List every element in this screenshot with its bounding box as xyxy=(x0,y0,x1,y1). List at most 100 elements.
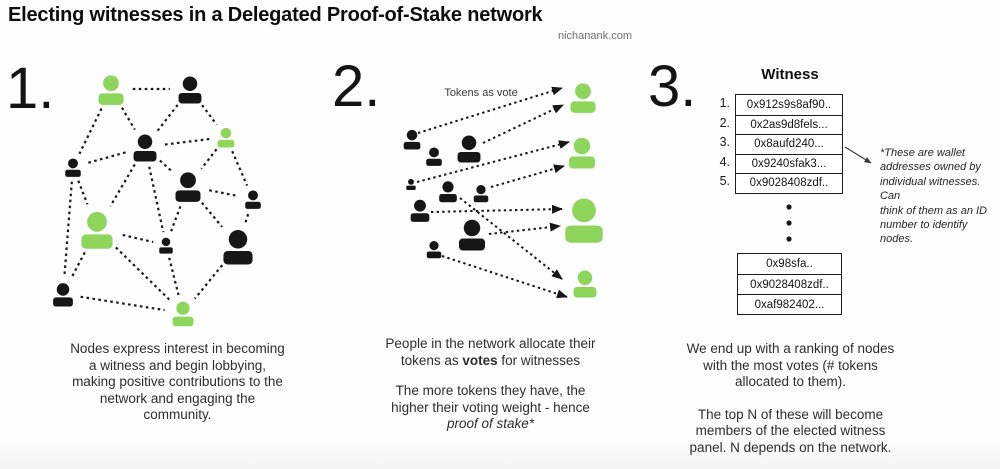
vote-arrow xyxy=(459,197,563,280)
network-edge xyxy=(168,257,180,296)
network-node-black-person-icon xyxy=(175,172,201,202)
network-edge xyxy=(164,137,211,146)
network-node-black-person-icon xyxy=(65,158,81,177)
caption-line: The top N of these will become xyxy=(697,406,884,422)
network-edge xyxy=(121,107,136,131)
voter-person-icon xyxy=(439,181,457,203)
network-edge xyxy=(77,180,89,205)
caption-line: The more tokens they have, the xyxy=(395,383,586,398)
step-3-number: 3. xyxy=(648,54,697,119)
network-node-green-person-icon xyxy=(98,75,124,105)
network-edge xyxy=(86,151,126,165)
witness-person-icon xyxy=(570,83,596,113)
vote-arrow xyxy=(488,222,561,235)
network-edge xyxy=(122,233,154,244)
witness-address-cell: 0x98sfa.. xyxy=(766,258,813,270)
network-node-black-person-icon xyxy=(223,230,253,265)
annotation-line: think of them as an ID xyxy=(880,204,987,217)
caption-line: panel. N depends on the network. xyxy=(689,439,892,455)
voter-person-icon xyxy=(426,147,442,166)
network-node-black-person-icon xyxy=(245,190,261,209)
vote-arrow xyxy=(482,104,564,144)
network-edge xyxy=(193,264,224,300)
caption-line: Nodes express interest in becoming xyxy=(70,341,285,356)
network-edge xyxy=(80,295,165,312)
network-node-green-person-icon xyxy=(81,211,113,249)
network-node-black-person-icon xyxy=(159,237,173,254)
voter-person-icon xyxy=(406,178,416,190)
vote-arrow xyxy=(490,164,565,188)
network-edge xyxy=(201,201,223,228)
witness-rank-label: 2. xyxy=(719,115,730,130)
caption-line: proof of stake* xyxy=(446,416,535,431)
caption-line: members of the elected witness xyxy=(695,423,886,438)
witness-address-cell: 0x912s9s8af90.. xyxy=(746,98,832,111)
network-edge xyxy=(156,104,179,132)
network-node-black-person-icon xyxy=(133,134,157,162)
network-edge xyxy=(78,108,103,155)
annotation-line: number to identify xyxy=(880,219,968,232)
ellipsis-dot xyxy=(786,204,792,210)
voter-person-icon xyxy=(403,129,421,150)
voter-person-icon xyxy=(426,241,442,259)
network-node-green-person-icon xyxy=(172,301,194,327)
annotation-line: addresses owned by xyxy=(880,161,981,174)
witness-person-icon xyxy=(569,137,595,169)
witness-address-cell: 0x9028408zdf.. xyxy=(738,274,841,294)
network-node-green-person-icon xyxy=(217,127,235,148)
network-edge xyxy=(63,181,73,277)
caption-line: making positive contributions to the xyxy=(72,374,283,389)
vote-arrow xyxy=(441,255,568,299)
annotation-line: nodes. xyxy=(880,233,914,246)
witness-table-bottom: 0x98sfa.. 0x9028408zdf..0xaf982402... xyxy=(737,253,842,315)
network-edge xyxy=(159,159,173,173)
witness-address-cell: 0x8aufd240... xyxy=(736,134,842,154)
caption-line: a witness and begin lobbying, xyxy=(88,357,267,373)
vote-arrow xyxy=(430,204,563,214)
caption-line: community. xyxy=(143,407,212,422)
witness-rank-label: 5. xyxy=(719,174,730,188)
network-edge xyxy=(109,163,136,207)
voter-person-icon xyxy=(410,199,430,222)
caption-line: network and engaging the xyxy=(99,390,256,406)
step-1-number: 1. xyxy=(6,56,55,121)
step-2-number: 2. xyxy=(332,54,381,119)
caption-line: with the most votes (# tokens xyxy=(703,357,878,373)
watermark-url: nichanank.com xyxy=(558,30,632,42)
annotation-line: individual witnesses. Can xyxy=(880,175,981,203)
caption-line: higher their voting weight - hence xyxy=(391,399,590,415)
network-edge xyxy=(209,189,239,198)
witness-rank-label: 3. xyxy=(719,135,730,149)
network-edge xyxy=(70,251,86,279)
voter-person-icon xyxy=(457,135,481,163)
witness-rank-label: 4. xyxy=(719,154,730,169)
voter-person-icon xyxy=(459,219,485,251)
network-edge xyxy=(115,246,171,301)
witness-rank-column: 1.2.3.4.5. xyxy=(700,94,730,192)
annotation-line: *These are wallet xyxy=(880,147,965,159)
caption-line: allocated to them). xyxy=(734,374,847,389)
network-edge xyxy=(148,166,165,233)
witness-table-top: 0x912s9s8af90.. 0x2as9d8fels...0x8aufd240… xyxy=(735,94,843,194)
witness-address-cell: 0x2as9d8fels... xyxy=(736,114,842,135)
network-edge xyxy=(200,148,218,170)
caption-line: tokens as votes for witnesses xyxy=(400,352,581,368)
witness-address-cell: 0x9240sfak3... xyxy=(736,153,842,174)
voter-person-icon xyxy=(473,185,489,203)
witness-address-cell: 0xaf982402... xyxy=(738,294,841,314)
witness-address-cell: 0x9028408zdf.. xyxy=(736,173,842,193)
network-edge xyxy=(244,212,250,223)
caption-line: We end up with a ranking of nodes xyxy=(686,341,895,356)
network-edge xyxy=(201,104,218,126)
witness-person-icon xyxy=(573,270,597,298)
